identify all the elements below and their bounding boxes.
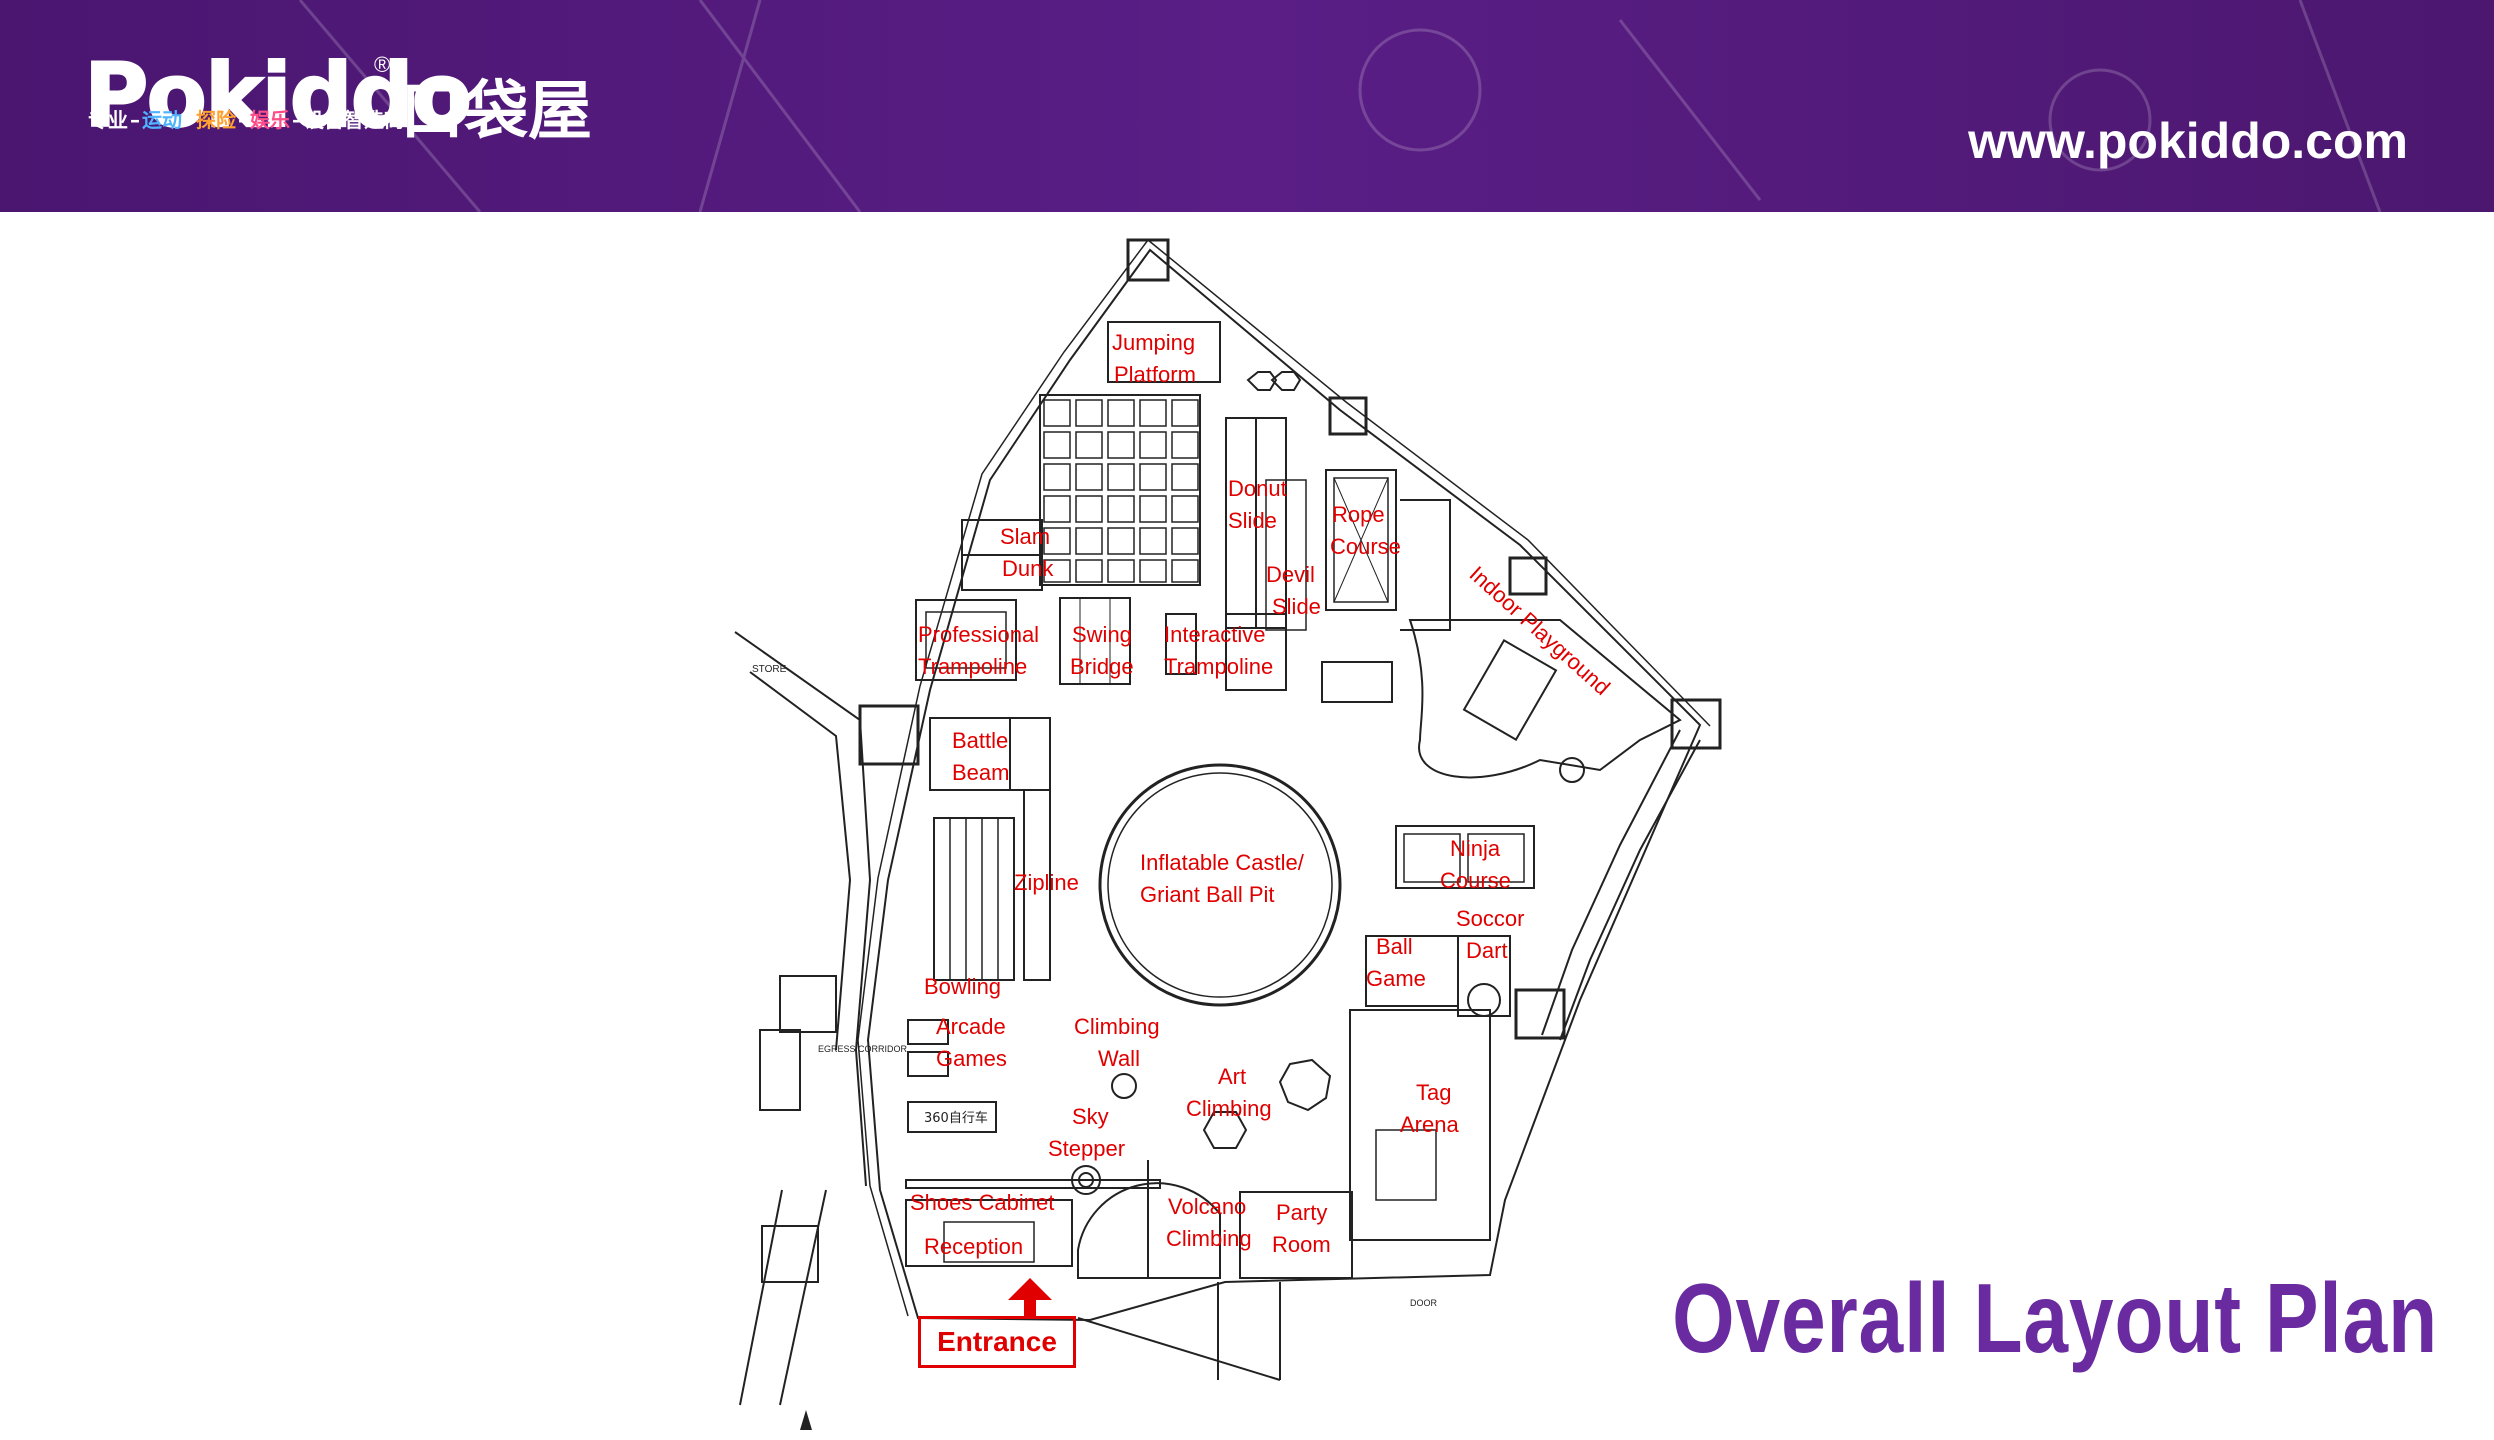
label-slam-dunk-2: Dunk (1002, 556, 1054, 581)
pokiddo-logo[interactable]: Pokiddo ® 口袋屋 (83, 44, 592, 150)
label-swing-bridge-2: Bridge (1070, 654, 1134, 679)
label-jumping-platform-1: Jumping (1112, 330, 1195, 355)
label-climbing-wall-1: Climbing (1074, 1014, 1160, 1039)
label-party-room-1: Party (1276, 1200, 1327, 1225)
corridor-label: EGRESS CORRIDOR (818, 1044, 908, 1054)
header-pattern (298, 0, 2382, 212)
label-professional-trampoline-2: Trampoline (918, 654, 1027, 679)
label-interactive-trampoline-2: Trampoline (1164, 654, 1273, 679)
entrance-box (918, 1316, 1076, 1368)
label-reception: Reception (924, 1234, 1023, 1259)
label-jumping-platform-2: Platform (1114, 362, 1196, 387)
page-title: Overall Layout Plan (1672, 1263, 2438, 1373)
tagline-part-2: 运动 (142, 108, 182, 132)
tagline-part-3: 探险 (196, 108, 236, 132)
label-arcade-games-1: Arcade (936, 1014, 1006, 1039)
entrance-arrow (1008, 1278, 1052, 1318)
bike-label: 360自行车 (924, 1110, 988, 1126)
label-donut-slide-1: Donut (1228, 476, 1287, 501)
label-ninja-course-2: Course (1440, 868, 1511, 893)
label-art-climbing-2: Climbing (1186, 1096, 1272, 1121)
label-swing-bridge-1: Swing (1072, 622, 1132, 647)
logo-text: Pokiddo (83, 44, 473, 147)
label-devil-slide-2: Slide (1272, 594, 1321, 619)
label-ball-game-1: Ball (1376, 934, 1413, 959)
label-sky-stepper-1: Sky (1072, 1104, 1109, 1129)
label-battle-beam-1: Battle (952, 728, 1008, 753)
logo-tagline: 专业–运动–探险–娱乐–设备智造商 (88, 108, 404, 132)
label-ninja-course-1: Ninja (1450, 836, 1501, 861)
label-professional-trampoline-1: Professional (918, 622, 1039, 647)
label-volcano-climbing-1: Volcano (1168, 1194, 1246, 1219)
logo-chinese: 口袋屋 (400, 75, 592, 149)
label-climbing-wall-2: Wall (1098, 1046, 1140, 1071)
label-art-climbing-1: Art (1218, 1064, 1246, 1089)
label-shoes-cabinet: Shoes Cabinet (910, 1190, 1054, 1215)
label-sky-stepper-2: Stepper (1048, 1136, 1125, 1161)
header-banner: Pokiddo ® 口袋屋 专业–运动–探险–娱乐–设备智造商 www.poki… (0, 0, 2494, 212)
label-tag-arena-1: Tag (1416, 1080, 1451, 1105)
label-bowling: Bowling (924, 974, 1001, 999)
label-battle-beam-2: Beam (952, 760, 1009, 785)
label-soccer-dart-2: Dart (1466, 938, 1508, 963)
label-rope-course-2: Course (1330, 534, 1401, 559)
label-indoor-playground: Indoor Playground (1465, 561, 1615, 700)
label-ball-game-2: Game (1366, 966, 1426, 991)
logo-registered-mark: ® (374, 52, 391, 77)
tagline-part-1: 专业 (88, 108, 128, 132)
label-arcade-games-2: Games (936, 1046, 1007, 1071)
label-inflatable-castle-1: Inflatable Castle/ (1140, 850, 1305, 875)
website-link[interactable]: www.pokiddo.com (1968, 113, 2408, 169)
label-volcano-climbing-2: Climbing (1166, 1226, 1252, 1251)
store-label: STORE (752, 664, 787, 675)
label-zipline: Zipline (1014, 870, 1079, 895)
label-soccer-dart-1: Soccor (1456, 906, 1524, 931)
side-entrance-arrow (800, 1410, 812, 1430)
label-inflatable-castle-2: Griant Ball Pit (1140, 882, 1275, 907)
door-label: DOOR (1410, 1298, 1438, 1308)
label-donut-slide-2: Slide (1228, 508, 1277, 533)
tagline-part-5: 设备智造商 (304, 108, 404, 132)
label-interactive-trampoline-1: Interactive (1164, 622, 1266, 647)
label-rope-course-1: Rope (1332, 502, 1385, 527)
label-devil-slide-1: Devil (1266, 562, 1315, 587)
label-tag-arena-2: Arena (1400, 1112, 1459, 1137)
label-slam-dunk-1: Slam (1000, 524, 1050, 549)
entrance-label: Entrance (937, 1326, 1057, 1357)
label-party-room-2: Room (1272, 1232, 1331, 1257)
tagline-part-4: 娱乐 (250, 108, 290, 132)
